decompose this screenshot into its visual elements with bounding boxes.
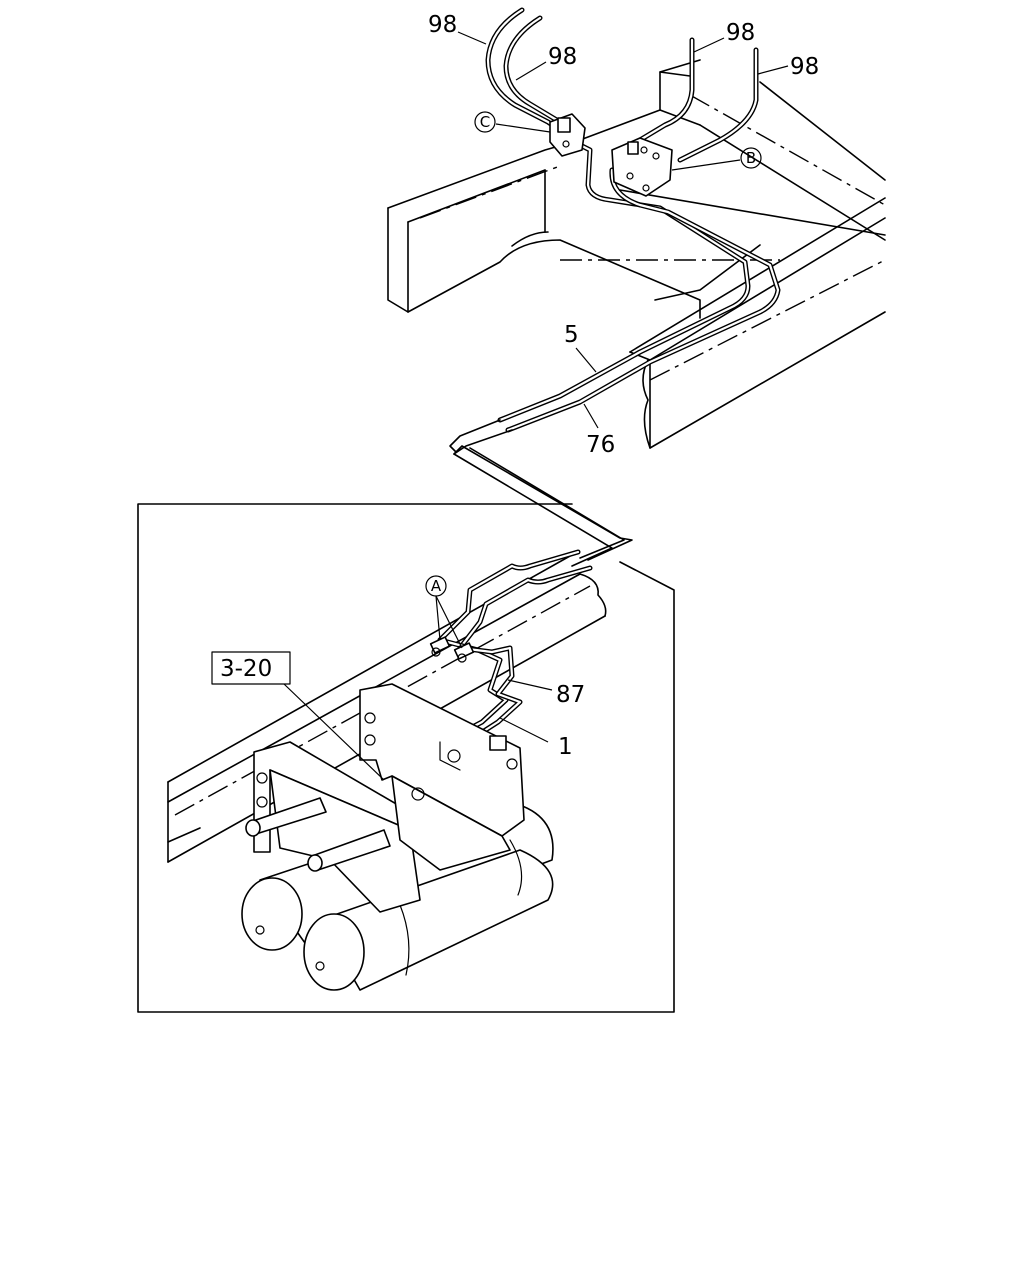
callout-98-b: 98 — [548, 44, 577, 70]
inset-frame — [137, 503, 675, 1013]
circled-ref-b-text: B — [746, 149, 756, 167]
ref-box-3-20: 3-20 — [211, 651, 291, 685]
circled-ref-a-text: A — [431, 577, 442, 595]
circled-ref-c: C — [474, 111, 496, 133]
callout-5: 5 — [564, 322, 579, 348]
clamp-c — [549, 113, 586, 157]
callout-labels: 98 98 98 98 5 76 87 1 — [428, 12, 819, 760]
circled-ref-b: B — [740, 147, 762, 169]
callout-76: 76 — [586, 432, 615, 458]
upper-brake-pipes — [485, 7, 781, 433]
callout-1: 1 — [558, 734, 573, 760]
callout-98-c: 98 — [726, 20, 755, 46]
upper-frame-rail — [387, 59, 886, 449]
clamp-b — [611, 137, 673, 197]
circled-ref-c-text: C — [480, 113, 490, 131]
circled-ref-a: A — [425, 575, 447, 597]
callout-87: 87 — [556, 682, 585, 708]
leader-lines — [283, 31, 789, 781]
ref-box-label: 3-20 — [220, 656, 272, 682]
callout-98-a: 98 — [428, 12, 457, 38]
callout-98-d: 98 — [790, 54, 819, 80]
break-outline — [449, 419, 633, 567]
air-tank-assembly — [241, 683, 554, 991]
joint-a — [429, 636, 475, 663]
